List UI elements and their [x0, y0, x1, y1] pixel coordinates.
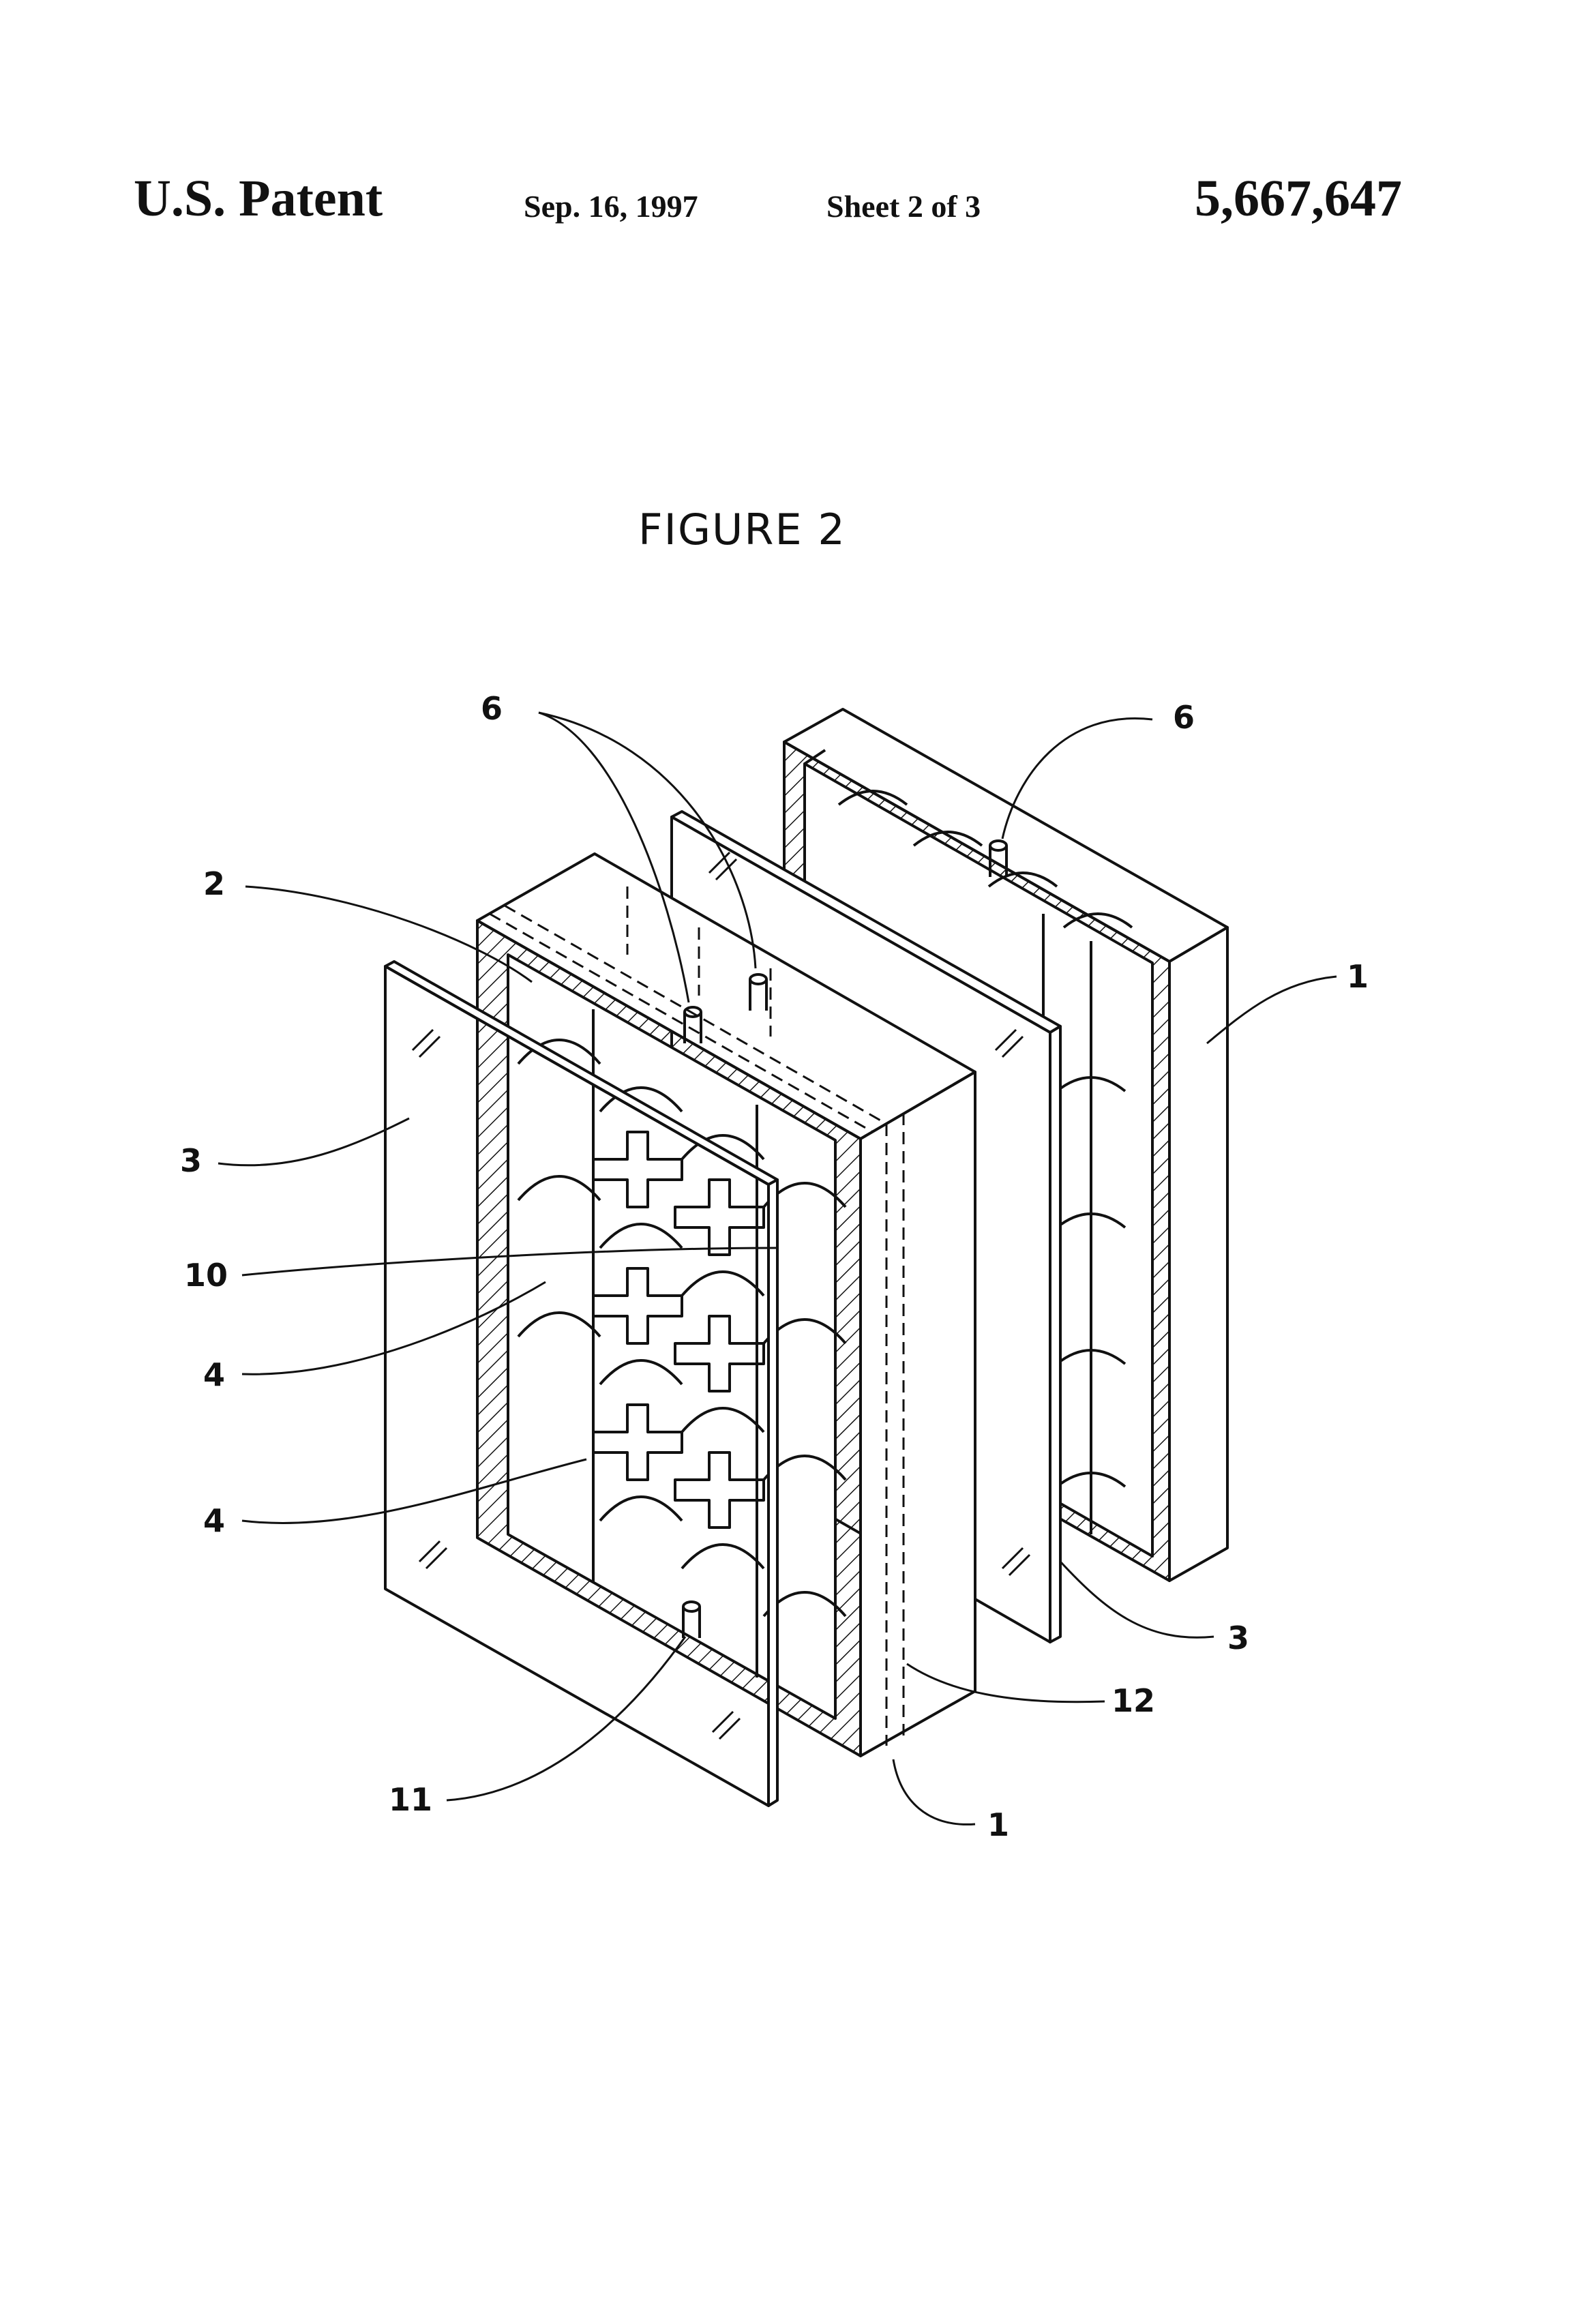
- ref-4-lower: 4: [203, 1502, 225, 1539]
- ref-11: 11: [389, 1781, 432, 1818]
- ref-6-left: 6: [481, 690, 503, 727]
- ref-1-right: 1: [1347, 958, 1369, 995]
- ref-10: 10: [184, 1257, 228, 1294]
- ref-6-right: 6: [1173, 699, 1195, 736]
- ref-3-right: 3: [1227, 1620, 1249, 1656]
- ref-2: 2: [203, 865, 225, 902]
- ref-4-upper: 4: [203, 1356, 225, 1393]
- ref-12: 12: [1111, 1682, 1155, 1719]
- ref-3-left: 3: [180, 1142, 202, 1179]
- ref-1-bottom: 1: [987, 1806, 1009, 1843]
